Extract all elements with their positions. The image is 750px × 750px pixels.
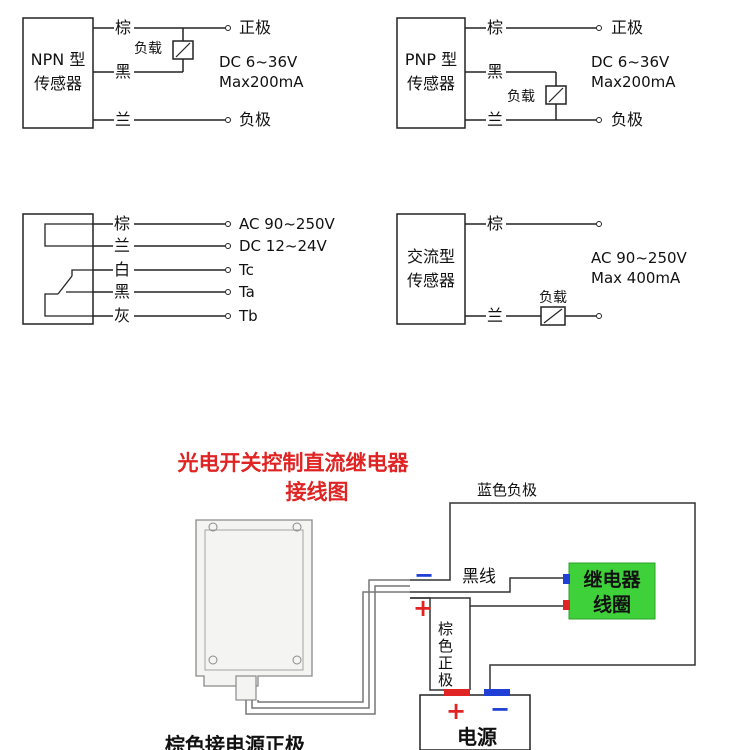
pnp-diagram: PNP 型 传感器 棕 正极 黑 负载 兰 负极 DC 6~36V Max200… bbox=[396, 17, 676, 129]
pnp-sensor-box bbox=[396, 17, 466, 129]
power-supply: + − 电源 bbox=[419, 689, 531, 750]
npn-wire-brown: 棕 bbox=[115, 18, 131, 37]
npn-title-line1: NPN 型 bbox=[31, 50, 86, 69]
photoelectric-switch bbox=[195, 519, 313, 701]
relay-wire-blue: 兰 DC 12~24V bbox=[93, 236, 328, 255]
svg-text:棕: 棕 bbox=[438, 620, 453, 638]
ac-spec-ac: AC 90~250V bbox=[591, 249, 688, 267]
pnp-spec-dc: DC 6~36V bbox=[591, 53, 670, 71]
pnp-title-line1: PNP 型 bbox=[405, 50, 457, 69]
npn-load-label: 负载 bbox=[134, 41, 162, 57]
ac-load-label: 负载 bbox=[539, 290, 567, 306]
ac-title-line1: 交流型 bbox=[407, 247, 455, 266]
svg-text:色: 色 bbox=[438, 637, 453, 655]
ac-title-line2: 传感器 bbox=[407, 271, 455, 290]
bottom-caption: 棕色接电源正极 bbox=[165, 733, 306, 750]
relay-wire-blue-label: 兰 bbox=[114, 236, 130, 255]
npn-spec-max: Max200mA bbox=[219, 73, 304, 91]
switch-minus-mark: − bbox=[414, 561, 434, 589]
ac-wire-blue: 兰 bbox=[487, 306, 503, 325]
npn-positive-label: 正极 bbox=[239, 18, 271, 37]
pnp-spec-max: Max200mA bbox=[591, 73, 676, 91]
relay-wire-white: 白 Tc bbox=[93, 260, 254, 279]
ac-sensor-box bbox=[396, 213, 466, 325]
ac-spec-max: Max 400mA bbox=[591, 269, 681, 287]
ac-diagram: 交流型 传感器 棕 兰 负载 AC 90~250V Max 400mA bbox=[396, 213, 688, 326]
npn-diagram: NPN 型 传感器 棕 正极 负载 黑 兰 负极 DC 6~36V Max200… bbox=[22, 17, 304, 129]
power-plus-mark: + bbox=[446, 697, 466, 725]
npn-negative-label: 负极 bbox=[239, 110, 271, 129]
power-negative-terminal bbox=[484, 689, 510, 696]
npn-wire-black: 黑 bbox=[115, 62, 131, 81]
pnp-positive-label: 正极 bbox=[611, 18, 643, 37]
pnp-wire-black: 黑 bbox=[487, 62, 503, 81]
relay-terminal-ta: Ta bbox=[238, 283, 255, 301]
ac-wire-brown: 棕 bbox=[487, 214, 503, 233]
npn-sensor-box bbox=[22, 17, 94, 129]
relay-coil: 继电器 线圈 bbox=[563, 562, 656, 620]
power-label: 电源 bbox=[457, 725, 497, 749]
switch-plus-mark: + bbox=[413, 594, 433, 622]
bottom-title-line2: 接线图 bbox=[286, 480, 349, 504]
pnp-title-line2: 传感器 bbox=[407, 74, 455, 93]
pnp-load-label: 负载 bbox=[507, 89, 535, 105]
black-wire-label: 黑线 bbox=[462, 567, 496, 587]
power-positive-terminal bbox=[444, 689, 470, 696]
power-minus-mark: − bbox=[490, 695, 510, 723]
relay-output-diagram: 棕 AC 90~250V 兰 DC 12~24V 白 Tc 黑 Ta bbox=[22, 213, 336, 325]
relay-wire-black: 黑 Ta bbox=[93, 282, 255, 301]
black-wire bbox=[410, 577, 567, 593]
relay-terminal-dc: DC 12~24V bbox=[239, 237, 328, 255]
relay-coil-line2: 线圈 bbox=[593, 593, 631, 616]
relay-wire-gray-label: 灰 bbox=[114, 306, 130, 325]
relay-terminal-ac: AC 90~250V bbox=[239, 215, 336, 233]
relay-wire-brown: 棕 AC 90~250V bbox=[93, 214, 336, 233]
brown-positive-wire bbox=[410, 597, 567, 607]
sensor-cable bbox=[245, 585, 410, 715]
npn-spec-dc: DC 6~36V bbox=[219, 53, 298, 71]
npn-title-line2: 传感器 bbox=[34, 74, 82, 93]
relay-terminal-tb: Tb bbox=[238, 307, 258, 325]
pnp-wire-blue: 兰 bbox=[487, 110, 503, 129]
svg-text:极: 极 bbox=[438, 671, 453, 689]
blue-negative-label: 蓝色负极 bbox=[477, 481, 537, 499]
relay-wire-gray: 灰 Tb bbox=[93, 306, 258, 325]
relay-wire-brown-label: 棕 bbox=[114, 214, 130, 233]
relay-wire-white-label: 白 bbox=[114, 260, 130, 279]
relay-coil-line1: 继电器 bbox=[583, 568, 641, 591]
svg-text:正: 正 bbox=[438, 654, 453, 672]
brown-positive-label: 棕 色 正 极 bbox=[438, 620, 453, 689]
pnp-negative-label: 负极 bbox=[611, 110, 643, 129]
bottom-title-line1: 光电开关控制直流继电器 bbox=[177, 451, 410, 475]
relay-sensor-box bbox=[22, 213, 94, 325]
relay-terminal-tc: Tc bbox=[238, 261, 254, 279]
pnp-wire-brown: 棕 bbox=[487, 18, 503, 37]
relay-wire-black-label: 黑 bbox=[114, 282, 130, 301]
blue-negative-wire bbox=[410, 502, 696, 690]
npn-wire-blue: 兰 bbox=[115, 110, 131, 129]
photoelectric-relay-diagram: 光电开关控制直流继电器 接线图 蓝色负极 黑线 − + bbox=[165, 451, 696, 750]
